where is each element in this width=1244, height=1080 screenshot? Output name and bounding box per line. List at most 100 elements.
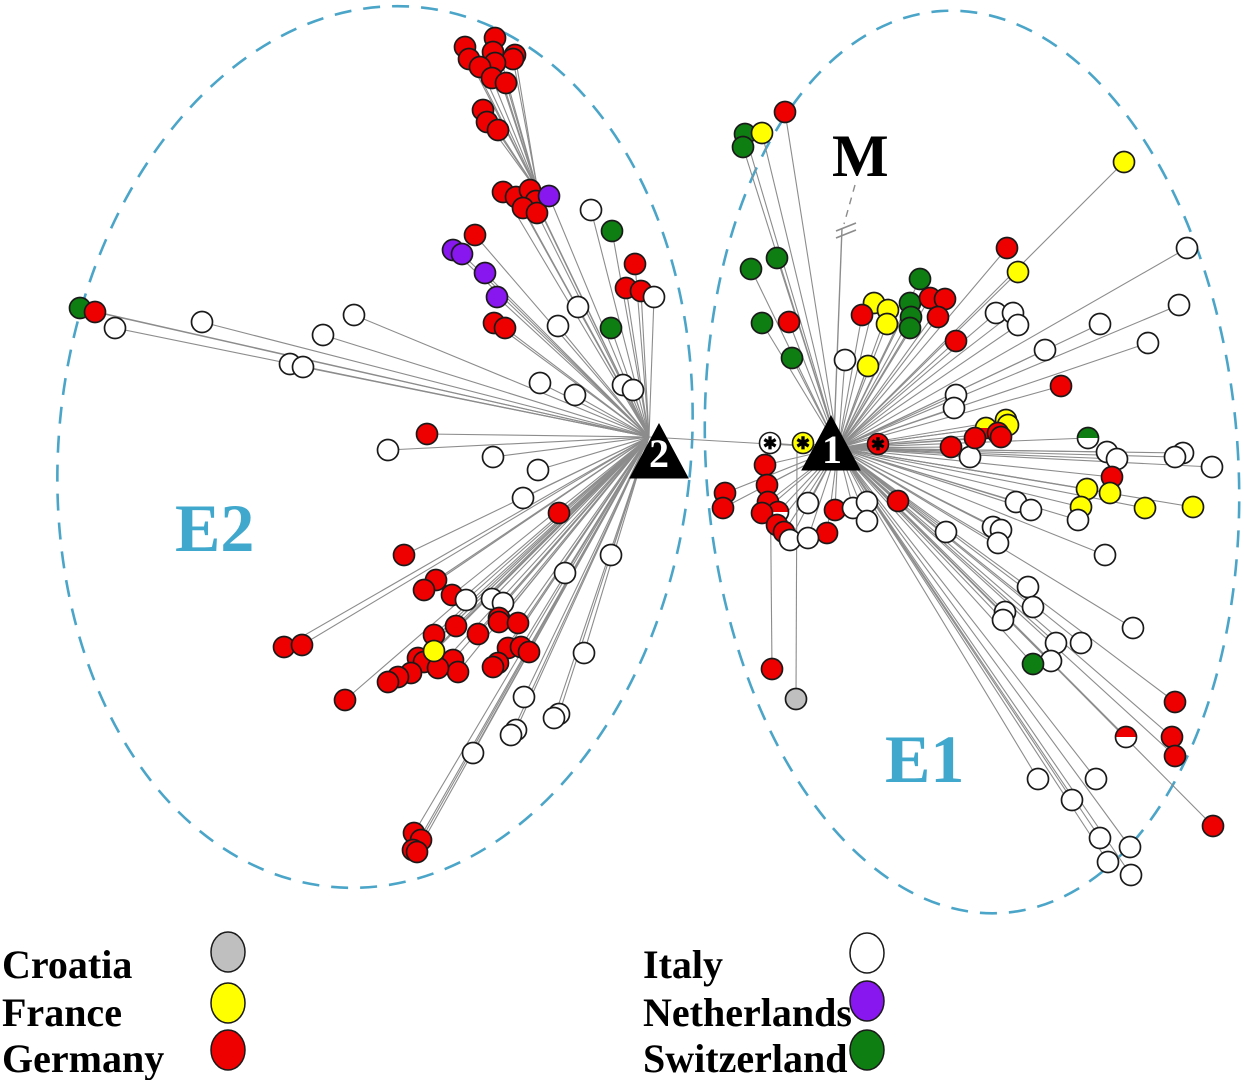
cluster-label-e2: E2 xyxy=(175,490,254,566)
sample-node xyxy=(753,453,777,477)
sample-node xyxy=(454,588,478,612)
asterisk-node xyxy=(866,432,890,456)
sample-node xyxy=(599,316,623,340)
tree-edge xyxy=(837,447,1131,848)
sample-node xyxy=(926,305,950,329)
sample-node-half xyxy=(1115,726,1137,737)
sample-node xyxy=(461,741,485,765)
cluster-E1 xyxy=(703,9,1241,915)
tree-edge xyxy=(837,447,1194,508)
sample-node xyxy=(1066,508,1090,532)
tree-edge xyxy=(837,161,1125,449)
sample-node xyxy=(815,521,839,545)
haplotype-triangle xyxy=(629,422,689,479)
tree-edge xyxy=(557,325,650,438)
m-branch xyxy=(833,184,857,439)
sample-node xyxy=(494,71,518,95)
sample-node xyxy=(1175,236,1199,260)
sample-node xyxy=(190,310,214,334)
sample-node xyxy=(1016,575,1040,599)
sample-node xyxy=(566,295,590,319)
tree-edge xyxy=(283,436,650,648)
tree-edge xyxy=(496,296,650,438)
sample-node xyxy=(444,614,468,638)
tree-edge xyxy=(423,436,650,591)
sample-node xyxy=(311,323,335,347)
sample-node-outline xyxy=(1076,426,1100,450)
sample-node xyxy=(1121,616,1145,640)
tree-edge xyxy=(574,394,650,438)
sample-node xyxy=(855,509,879,533)
tree-edge xyxy=(837,447,1109,863)
tree-edge xyxy=(837,340,957,449)
sample-node xyxy=(750,311,774,335)
sample-node xyxy=(850,303,874,327)
sample-node xyxy=(525,201,549,225)
sample-node xyxy=(1201,814,1225,838)
tree-edge xyxy=(837,302,875,449)
sample-node xyxy=(1088,312,1112,336)
tree-edge xyxy=(776,257,839,449)
tree-edge xyxy=(625,287,650,438)
tree-edge xyxy=(94,311,650,438)
sample-node xyxy=(711,496,735,520)
sample-node-outline xyxy=(1114,725,1138,749)
tree-edge xyxy=(523,436,650,698)
sample-node xyxy=(958,445,982,469)
tree-edge xyxy=(837,365,869,449)
sample-node xyxy=(572,641,596,665)
sample-node xyxy=(773,100,797,124)
triangle-number: 2 xyxy=(649,431,669,476)
tree-edge xyxy=(837,304,1180,449)
tree-edge xyxy=(648,296,655,438)
tree-edge xyxy=(457,436,650,673)
legend-swatch-switzerland xyxy=(849,1029,885,1071)
tree-edge xyxy=(537,436,650,471)
sample-node xyxy=(1069,631,1093,655)
sample-node xyxy=(563,383,587,407)
sample-node xyxy=(855,490,879,514)
sample-node xyxy=(939,435,963,459)
sample-node xyxy=(517,640,541,664)
sample-node xyxy=(1160,725,1184,749)
sample-node xyxy=(1118,835,1142,859)
asterisk-nodes: ✱✱✱ xyxy=(758,431,890,456)
sample-node xyxy=(1026,767,1050,791)
sample-node xyxy=(942,396,966,420)
sample-node xyxy=(499,723,523,747)
tree-edge xyxy=(837,447,1082,508)
tree-edge xyxy=(795,451,798,700)
tree-edge xyxy=(426,433,650,438)
sample-node xyxy=(1163,445,1187,469)
cluster-ellipses xyxy=(56,4,1241,915)
tree-edge xyxy=(837,447,1106,556)
tree-edge xyxy=(837,247,1008,449)
tree-edge xyxy=(837,324,1019,449)
tree-edge xyxy=(510,436,650,736)
sample-node xyxy=(1163,744,1187,768)
tree-edge xyxy=(301,436,650,646)
cluster-E2 xyxy=(56,4,694,890)
sample-node xyxy=(731,135,755,159)
sample-node xyxy=(623,252,647,276)
sample-node xyxy=(1049,374,1073,398)
sample-node xyxy=(986,531,1010,555)
tree-edge xyxy=(577,306,650,438)
asterisk-glyph: ✱ xyxy=(763,434,777,453)
sample-node xyxy=(526,458,550,482)
sample-node xyxy=(579,198,603,222)
sample-node xyxy=(405,840,429,864)
sample-node xyxy=(886,489,910,513)
legend-label-croatia: Croatia xyxy=(2,942,132,987)
sample-node xyxy=(486,118,510,142)
tree-edge xyxy=(504,327,650,438)
sample-node xyxy=(1021,652,1045,676)
legend-label-france: France xyxy=(2,990,122,1035)
tree-edge xyxy=(837,407,955,449)
tree-edge xyxy=(302,366,650,438)
sample-node xyxy=(796,491,820,515)
sample-node xyxy=(1060,788,1084,812)
legend-label-switzerland: Switzerland xyxy=(643,1036,847,1080)
